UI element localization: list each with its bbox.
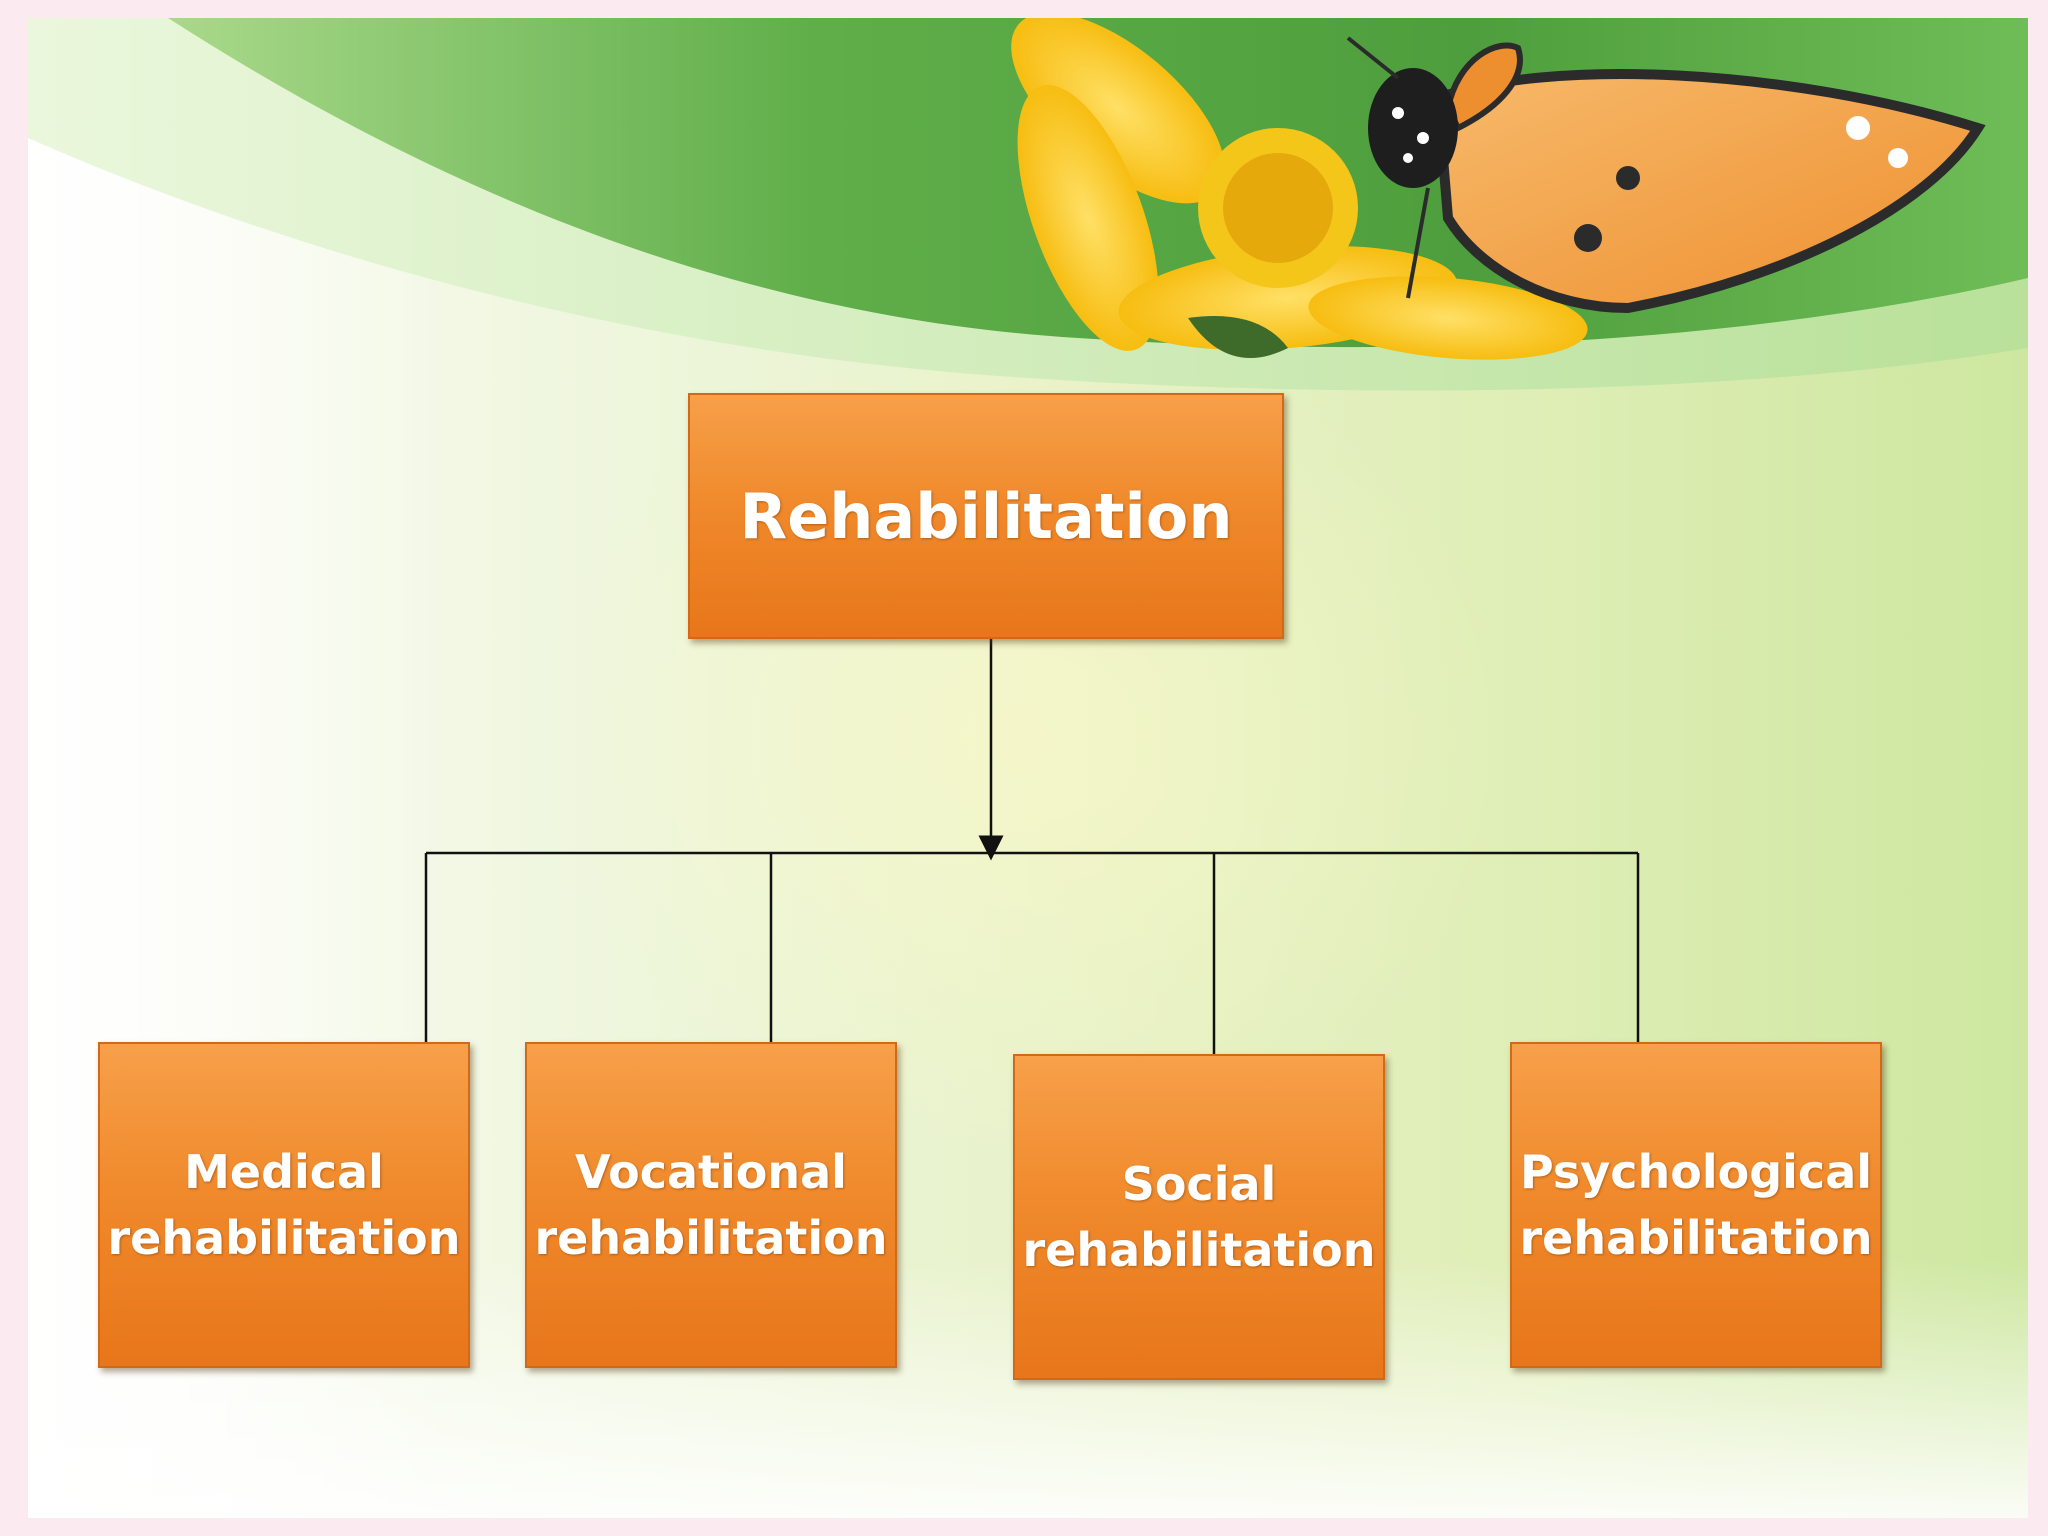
medical-rehabilitation-node: Medical rehabilitation [98,1042,470,1368]
header-banner [28,18,2028,391]
node-label-line1: Vocational [575,1145,847,1199]
node-label-line1: Social [1121,1157,1277,1211]
node-label-line2: rehabilitation [534,1211,888,1265]
flower-image [1011,18,1588,360]
vocational-rehabilitation-node: Vocational rehabilitation [525,1042,897,1368]
social-rehabilitation-node: Social rehabilitation [1013,1054,1385,1380]
rehabilitation-node: Rehabilitation [688,393,1284,639]
node-label-line2: rehabilitation [1022,1223,1376,1277]
psychological-rehabilitation-node: Psychological rehabilitation [1510,1042,1882,1368]
node-label-line1: Psychological [1519,1145,1872,1199]
rehabilitation-label: Rehabilitation [739,479,1233,553]
node-label-line2: rehabilitation [107,1211,461,1265]
node-label-line2: rehabilitation [1519,1211,1873,1265]
slide: Rehabilitation Medical rehabilitation Vo… [28,18,2028,1518]
connector-lines [424,635,1640,1054]
butterfly-image [1346,36,1986,314]
node-label-line1: Medical [184,1145,384,1199]
